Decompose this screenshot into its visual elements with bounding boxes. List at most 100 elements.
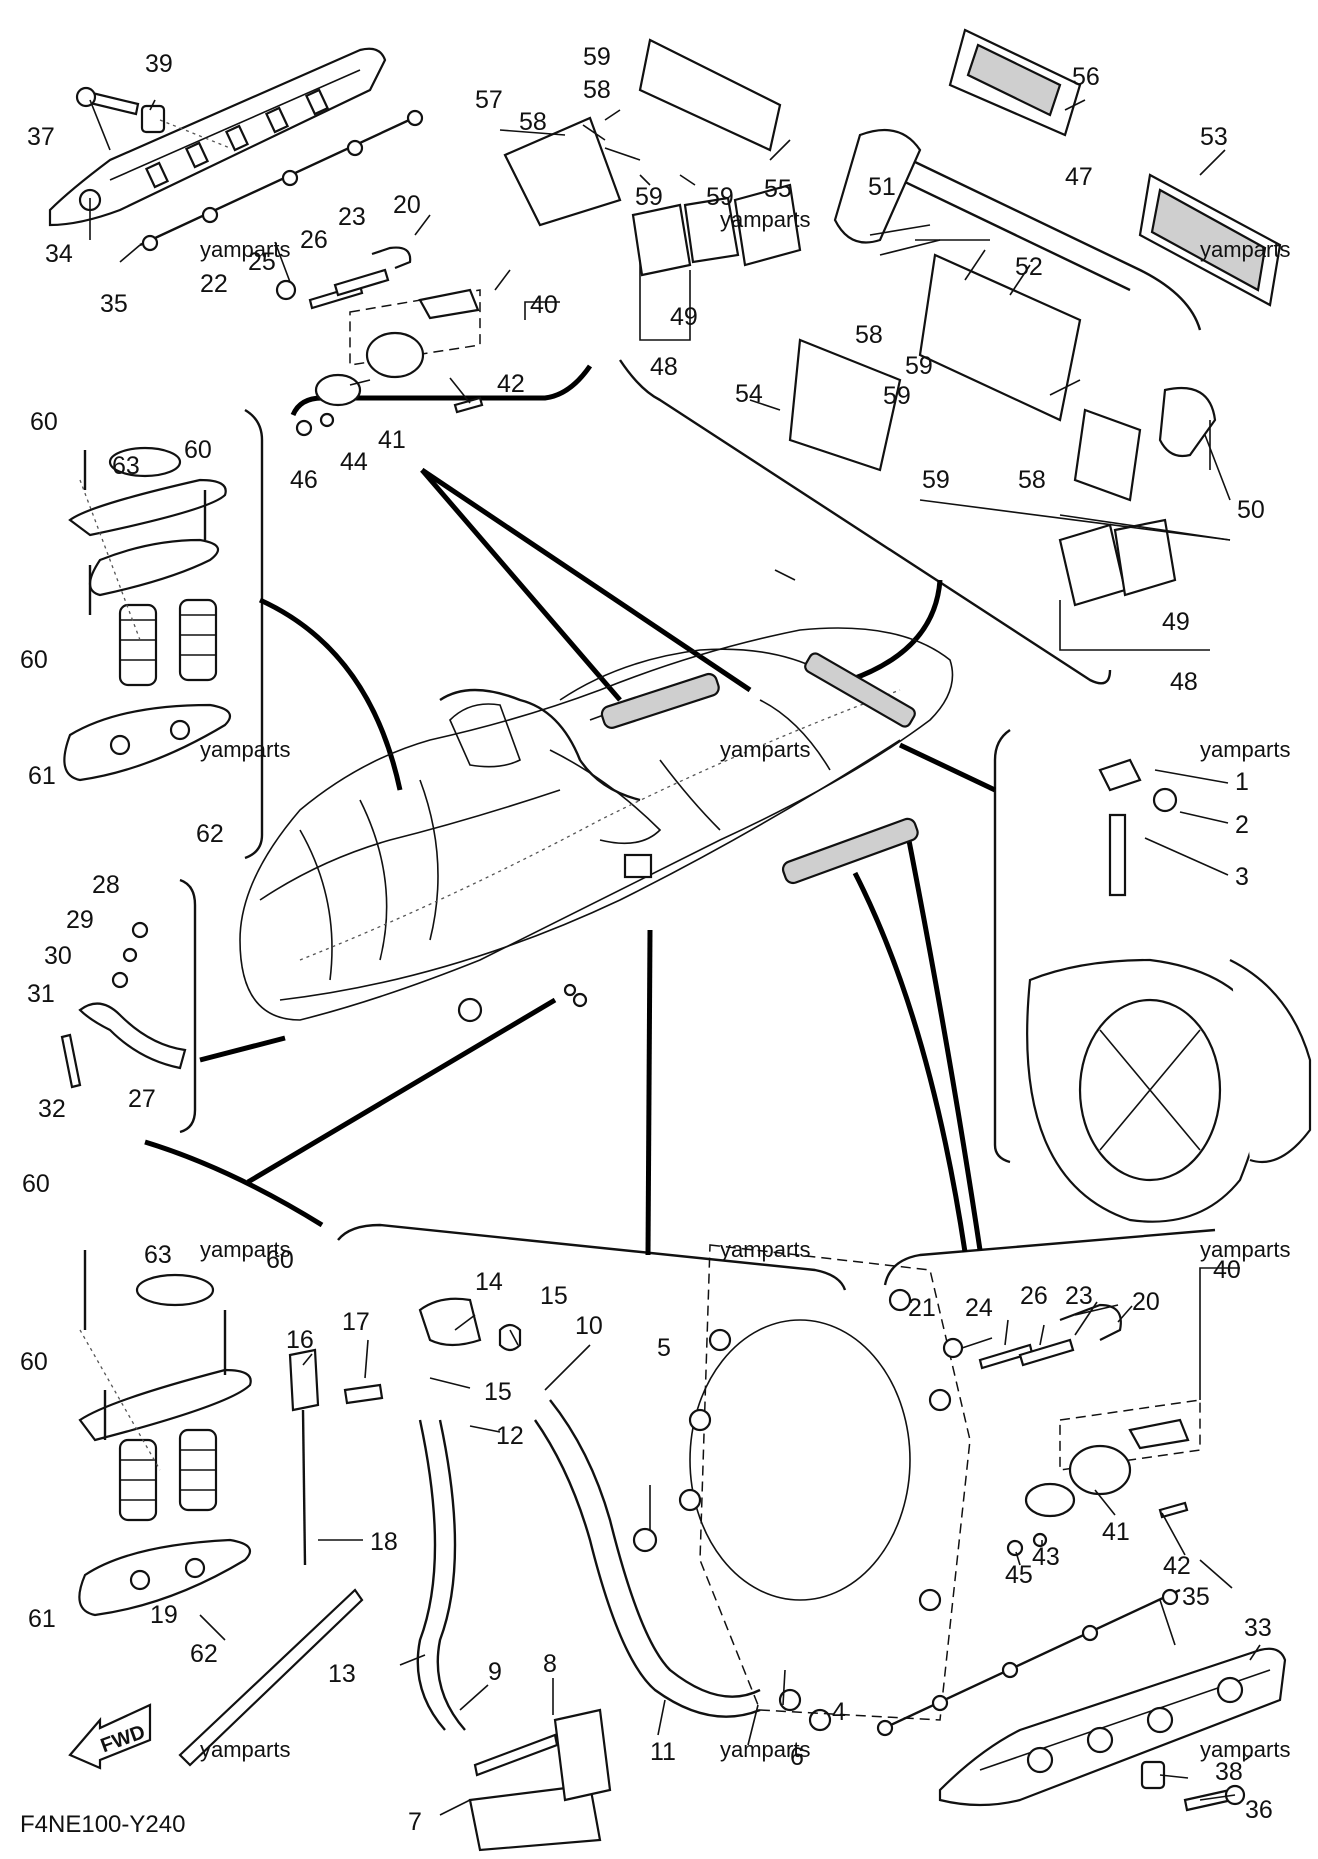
callout-34: 34 — [45, 240, 73, 268]
seat-pad-right — [781, 817, 919, 885]
callout-44: 44 — [340, 448, 368, 476]
callout-20a: 20 — [393, 191, 421, 219]
grab-rail-right — [876, 1588, 1287, 1812]
callout-14: 14 — [475, 1268, 503, 1296]
watercraft-hull — [239, 627, 954, 1023]
fwd-arrow: FWD — [68, 1703, 152, 1770]
hose-assembly — [178, 1297, 832, 1852]
callout-41a: 41 — [378, 426, 406, 454]
callout-51: 51 — [868, 173, 896, 201]
callout-7: 7 — [408, 1808, 422, 1836]
callout-26b: 26 — [1020, 1282, 1048, 1310]
callout-54: 54 — [735, 380, 763, 408]
callout-29: 29 — [66, 906, 94, 934]
callout-49b: 49 — [1162, 608, 1190, 636]
callout-42b: 42 — [1163, 1552, 1191, 1580]
callout-5: 5 — [657, 1334, 671, 1362]
watermark-11: yamparts — [720, 1737, 810, 1762]
callout-46: 46 — [290, 466, 318, 494]
seat-pad-left — [600, 672, 720, 729]
callout-48b: 48 — [1170, 668, 1198, 696]
callout-60c: 60 — [20, 646, 48, 674]
callout-8: 8 — [543, 1650, 557, 1678]
callout-59e: 59 — [883, 382, 911, 410]
callout-10: 10 — [575, 1312, 603, 1340]
watermark-6: yamparts — [1200, 737, 1290, 762]
callout-23b: 23 — [1065, 1282, 1093, 1310]
callout-55: 55 — [764, 175, 792, 203]
callout-41b: 41 — [1102, 1518, 1130, 1546]
callout-23a: 23 — [338, 203, 366, 231]
diagram-code: F4NE100-Y240 — [20, 1811, 185, 1838]
callout-35b: 35 — [1182, 1583, 1210, 1611]
callout-33: 33 — [1244, 1614, 1272, 1642]
callout-11: 11 — [650, 1738, 676, 1766]
callout-62a: 62 — [196, 820, 224, 848]
callout-22: 22 — [200, 270, 228, 298]
callout-6: 6 — [790, 1743, 804, 1771]
callout-19: 19 — [150, 1601, 178, 1629]
callout-58b: 58 — [519, 108, 547, 136]
callout-63a: 63 — [112, 452, 140, 480]
callout-13: 13 — [328, 1660, 356, 1688]
callout-57: 57 — [475, 86, 503, 114]
callout-15a: 15 — [540, 1282, 568, 1310]
callout-32: 32 — [38, 1095, 66, 1123]
callout-20b: 20 — [1132, 1288, 1160, 1316]
watermark-5: yamparts — [720, 737, 810, 762]
callout-60d: 60 — [22, 1170, 50, 1198]
callout-37: 37 — [27, 123, 55, 151]
callout-45: 45 — [1005, 1561, 1033, 1589]
watermark-10: yamparts — [200, 1737, 290, 1762]
callout-3: 3 — [1235, 863, 1249, 891]
callout-50: 50 — [1237, 496, 1265, 524]
callout-42a: 42 — [497, 370, 525, 398]
callout-40a: 40 — [530, 291, 558, 319]
callout-1: 1 — [1235, 768, 1249, 796]
callout-labels: 1 2 3 4 5 6 7 8 9 10 11 12 13 14 15 15 1… — [20, 43, 1273, 1836]
callout-26a: 26 — [300, 226, 328, 254]
callout-9: 9 — [488, 1658, 502, 1686]
callout-56: 56 — [1072, 63, 1100, 91]
watermark-12: yamparts — [1200, 1737, 1290, 1762]
drain-plug-lower — [78, 1250, 252, 1617]
callout-58a: 58 — [583, 76, 611, 104]
callout-31: 31 — [27, 980, 55, 1008]
callout-38: 38 — [1215, 1758, 1243, 1786]
callout-48a: 48 — [650, 353, 678, 381]
cleat-assembly-bottom — [942, 1303, 1201, 1557]
callout-60b: 60 — [184, 436, 212, 464]
callout-25: 25 — [248, 248, 276, 276]
callout-24: 24 — [965, 1294, 993, 1322]
callout-62b: 62 — [190, 1640, 218, 1668]
watermark-7: yamparts — [200, 1237, 290, 1262]
callout-60a: 60 — [30, 408, 58, 436]
drain-plug-upper — [63, 446, 232, 782]
callout-59c: 59 — [706, 183, 734, 211]
callout-35a: 35 — [100, 290, 128, 318]
callout-2: 2 — [1235, 811, 1249, 839]
callout-12: 12 — [496, 1422, 524, 1450]
callout-52: 52 — [1015, 253, 1043, 281]
callout-59b: 59 — [635, 183, 663, 211]
callout-36: 36 — [1245, 1796, 1273, 1824]
callout-59d: 59 — [905, 352, 933, 380]
watermarks: yamparts yamparts yamparts yamparts yamp… — [200, 207, 1290, 1762]
watermark-3: yamparts — [1200, 237, 1290, 262]
callout-58c: 58 — [855, 321, 883, 349]
jet-pump-housing — [1026, 758, 1312, 1223]
callout-18: 18 — [370, 1528, 398, 1556]
watermark-4: yamparts — [200, 737, 290, 762]
callout-53: 53 — [1200, 123, 1228, 151]
callout-59a: 59 — [583, 43, 611, 71]
callout-58d: 58 — [1018, 466, 1046, 494]
callout-15b: 15 — [484, 1378, 512, 1406]
callout-17: 17 — [342, 1308, 370, 1336]
bracket-27 — [60, 921, 187, 1089]
callout-leaders — [89, 99, 1261, 1816]
callout-4: 4 — [832, 1698, 846, 1726]
group-brackets — [144, 359, 1216, 1291]
callout-16: 16 — [286, 1326, 314, 1354]
leader-arrows — [199, 467, 997, 1256]
